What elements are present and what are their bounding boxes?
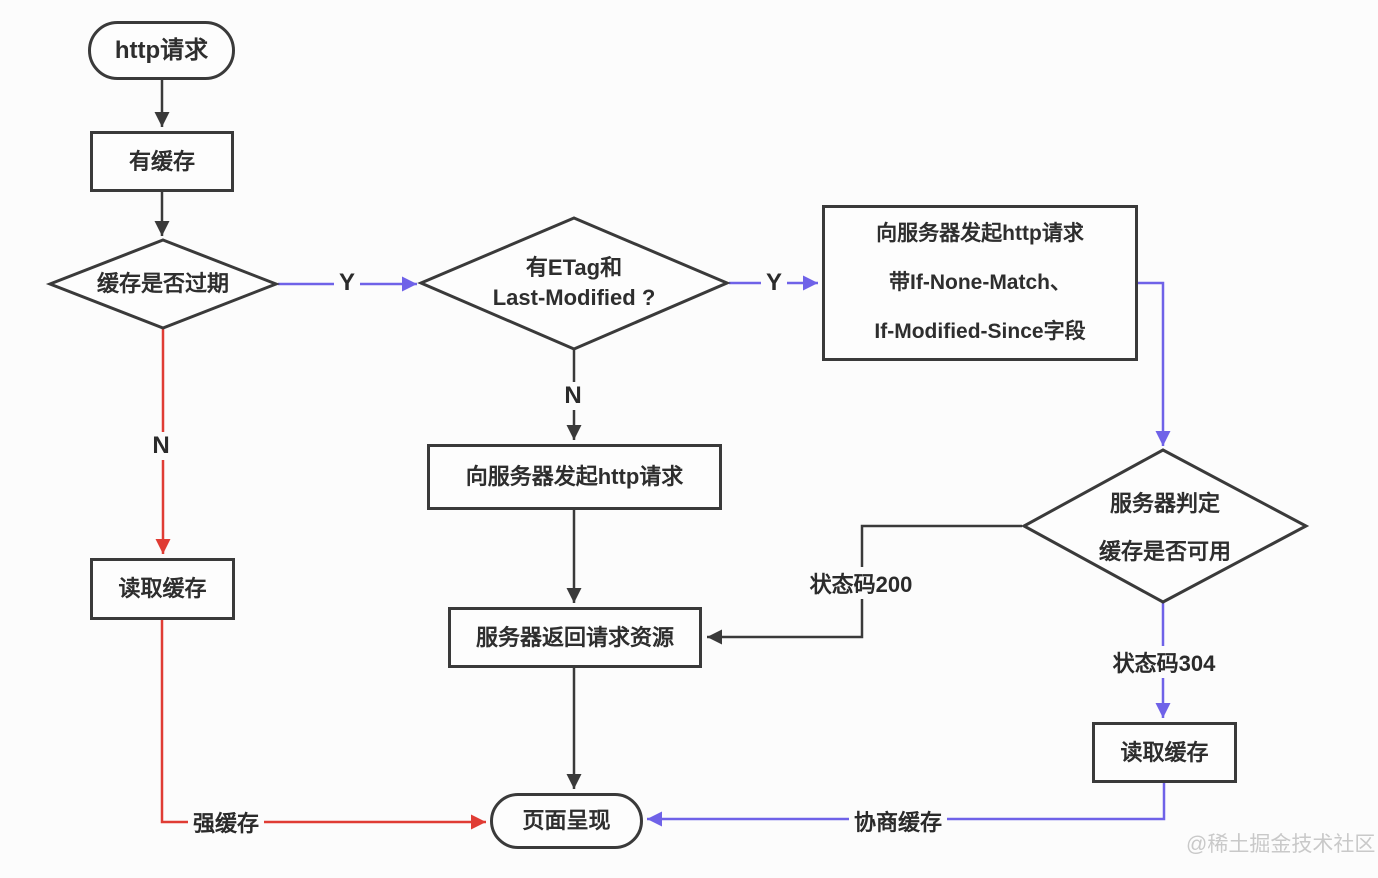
edge-label-expired-no: N: [147, 432, 175, 460]
diamond-cache-expired: [45, 238, 281, 330]
node-request-with-headers-line1: 向服务器发起http请求: [876, 222, 1084, 245]
edge-label-expired-yes: Y: [333, 269, 361, 297]
node-request-with-headers: 向服务器发起http请求 带If-None-Match、 If-Modified…: [822, 205, 1138, 361]
edge-label-etag-yes: Y: [760, 269, 788, 297]
node-read-cache-left: 读取缓存: [90, 558, 235, 620]
node-http-request: 向服务器发起http请求: [427, 444, 722, 510]
edge-readcacheright-to-pagerender: [647, 783, 1166, 827]
diamond-server-judge: [1020, 448, 1310, 604]
node-has-cache: 有缓存: [90, 131, 234, 192]
watermark-text: @稀土掘金技术社区: [1186, 833, 1376, 856]
diamond-etag-lastmodified: [417, 216, 731, 351]
node-request-with-headers-line3: If-Modified-Since字段: [874, 319, 1086, 343]
edge-label-etag-no: N: [559, 382, 587, 410]
node-request-with-headers-line2: 带If-None-Match、: [889, 270, 1071, 294]
node-page-render: 页面呈现: [490, 793, 643, 849]
edge-label-strong-cache: 强缓存: [187, 806, 265, 838]
node-read-cache-right: 读取缓存: [1092, 722, 1237, 783]
node-server-return: 服务器返回请求资源: [448, 607, 702, 668]
edge-label-status-304: 状态码304: [1107, 646, 1221, 678]
node-start: http请求: [88, 21, 235, 80]
edge-label-status-200: 状态码200: [804, 567, 918, 599]
edge-label-negotiated-cache: 协商缓存: [848, 805, 948, 837]
edge-headersbox-to-serverjudge: [1138, 281, 1171, 446]
edge-readcacheleft-to-pagerender: [160, 620, 486, 830]
